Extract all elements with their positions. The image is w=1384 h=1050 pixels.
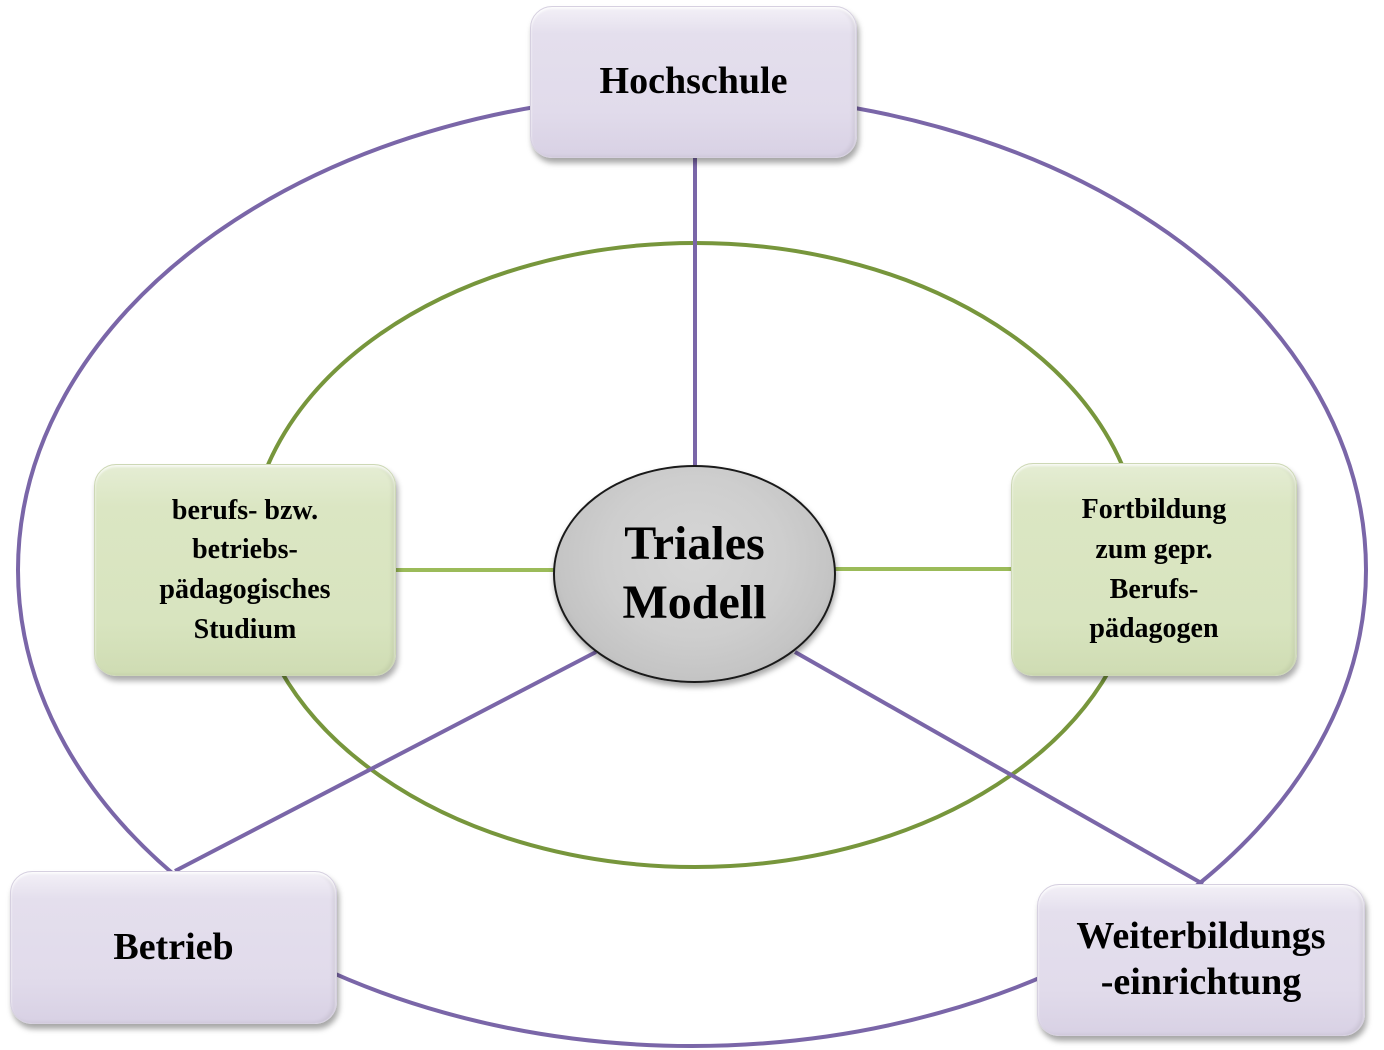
node-studium-label: berufs- bzw. betriebs- pädagogisches Stu… — [159, 494, 331, 645]
connector-center-betrieb — [174, 650, 597, 873]
center-node-triales-modell: Triales Modell — [553, 465, 836, 683]
node-fortbildung-label: Fortbildung zum gepr. Berufs- pädagogen — [1081, 494, 1227, 645]
node-hochschule-label: Hochschule — [599, 60, 788, 103]
node-betrieb-label: Betrieb — [113, 925, 234, 968]
node-fortbildung: Fortbildung zum gepr. Berufs- pädagogen — [1011, 463, 1297, 676]
node-weiterbildung-label: Weiterbildungs -einrichtung — [1076, 915, 1326, 1003]
node-studium: berufs- bzw. betriebs- pädagogisches Stu… — [94, 464, 396, 676]
node-weiterbildungseinrichtung: Weiterbildungs -einrichtung — [1037, 884, 1365, 1036]
node-hochschule: Hochschule — [530, 6, 857, 158]
node-betrieb: Betrieb — [10, 871, 337, 1024]
center-node-label: Triales Modell — [622, 517, 767, 629]
connector-center-weiterbildung — [794, 650, 1204, 886]
